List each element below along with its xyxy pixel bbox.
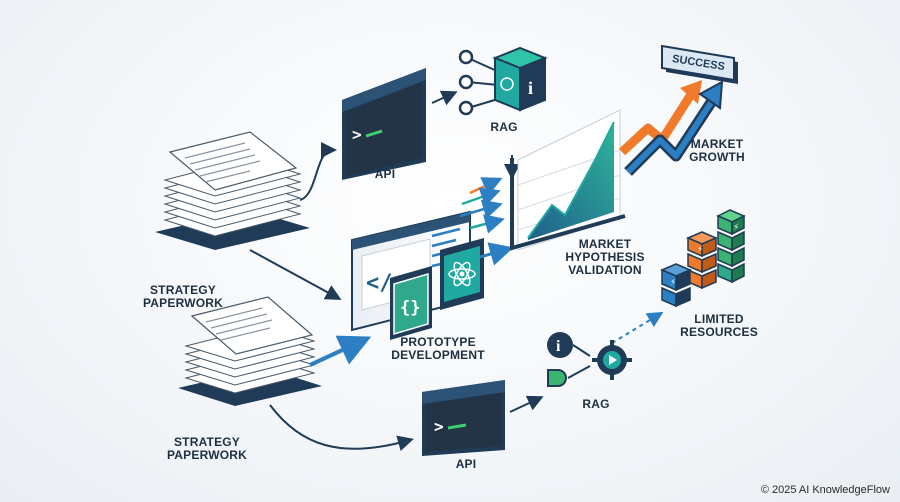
strategy-bottom-label: STRATEGY PAPERWORK — [166, 435, 248, 462]
paper-stack-top-icon — [155, 131, 310, 250]
api-bottom-window-icon: > — [422, 380, 505, 456]
svg-text:>: > — [434, 417, 444, 436]
svg-text:⚡: ⚡ — [697, 245, 703, 255]
paper-stack-bottom-icon — [178, 296, 322, 406]
success-banner: SUCCESS — [661, 44, 738, 84]
copyright-notice: © 2025 AI KnowledgeFlow — [760, 484, 890, 496]
green-stack — [716, 209, 746, 284]
orange-stack — [686, 231, 718, 290]
svg-text:⚡: ⚡ — [733, 223, 739, 233]
prototype-label: PROTOTYPE DEVELOPMENT — [391, 335, 485, 362]
growth-arrows-icon — [618, 80, 724, 176]
rag-top-label: RAG — [490, 120, 518, 134]
prototype-input-arrow — [309, 335, 372, 367]
rag-top-network-icon: i — [458, 46, 548, 116]
svg-text:i: i — [556, 338, 561, 355]
motion-arrows-icon — [459, 177, 514, 266]
svg-text:{}: {} — [400, 298, 420, 318]
limited-resources-label: LIMITED RESOURCES — [680, 312, 758, 339]
hypothesis-chart-icon — [510, 109, 626, 251]
connector-arrows — [249, 90, 544, 451]
resources-dashed-arrow — [611, 311, 664, 344]
api-bottom-label: API — [455, 457, 477, 471]
api-top-window-icon: > — [342, 68, 426, 180]
react-atom-icon — [440, 238, 484, 310]
rag-bottom-label: RAG — [582, 397, 610, 411]
svg-text:i: i — [528, 78, 533, 98]
market-growth-label: MARKET GROWTH — [689, 137, 745, 164]
svg-text:⚡: ⚡ — [670, 278, 676, 288]
strategy-top-label: STRATEGY PAPERWORK — [142, 283, 224, 310]
blue-stack — [660, 263, 692, 308]
resource-blocks-icon: ⚡ ⚡ ⚡ — [660, 209, 746, 308]
market-hypothesis-label: MARKET HYPOTHESIS VALIDATION — [565, 237, 645, 277]
svg-text:>: > — [352, 125, 362, 144]
api-top-label: API — [374, 167, 396, 181]
code-braces-icon: {} — [390, 266, 432, 340]
rag-bottom-icon: i — [547, 332, 632, 387]
